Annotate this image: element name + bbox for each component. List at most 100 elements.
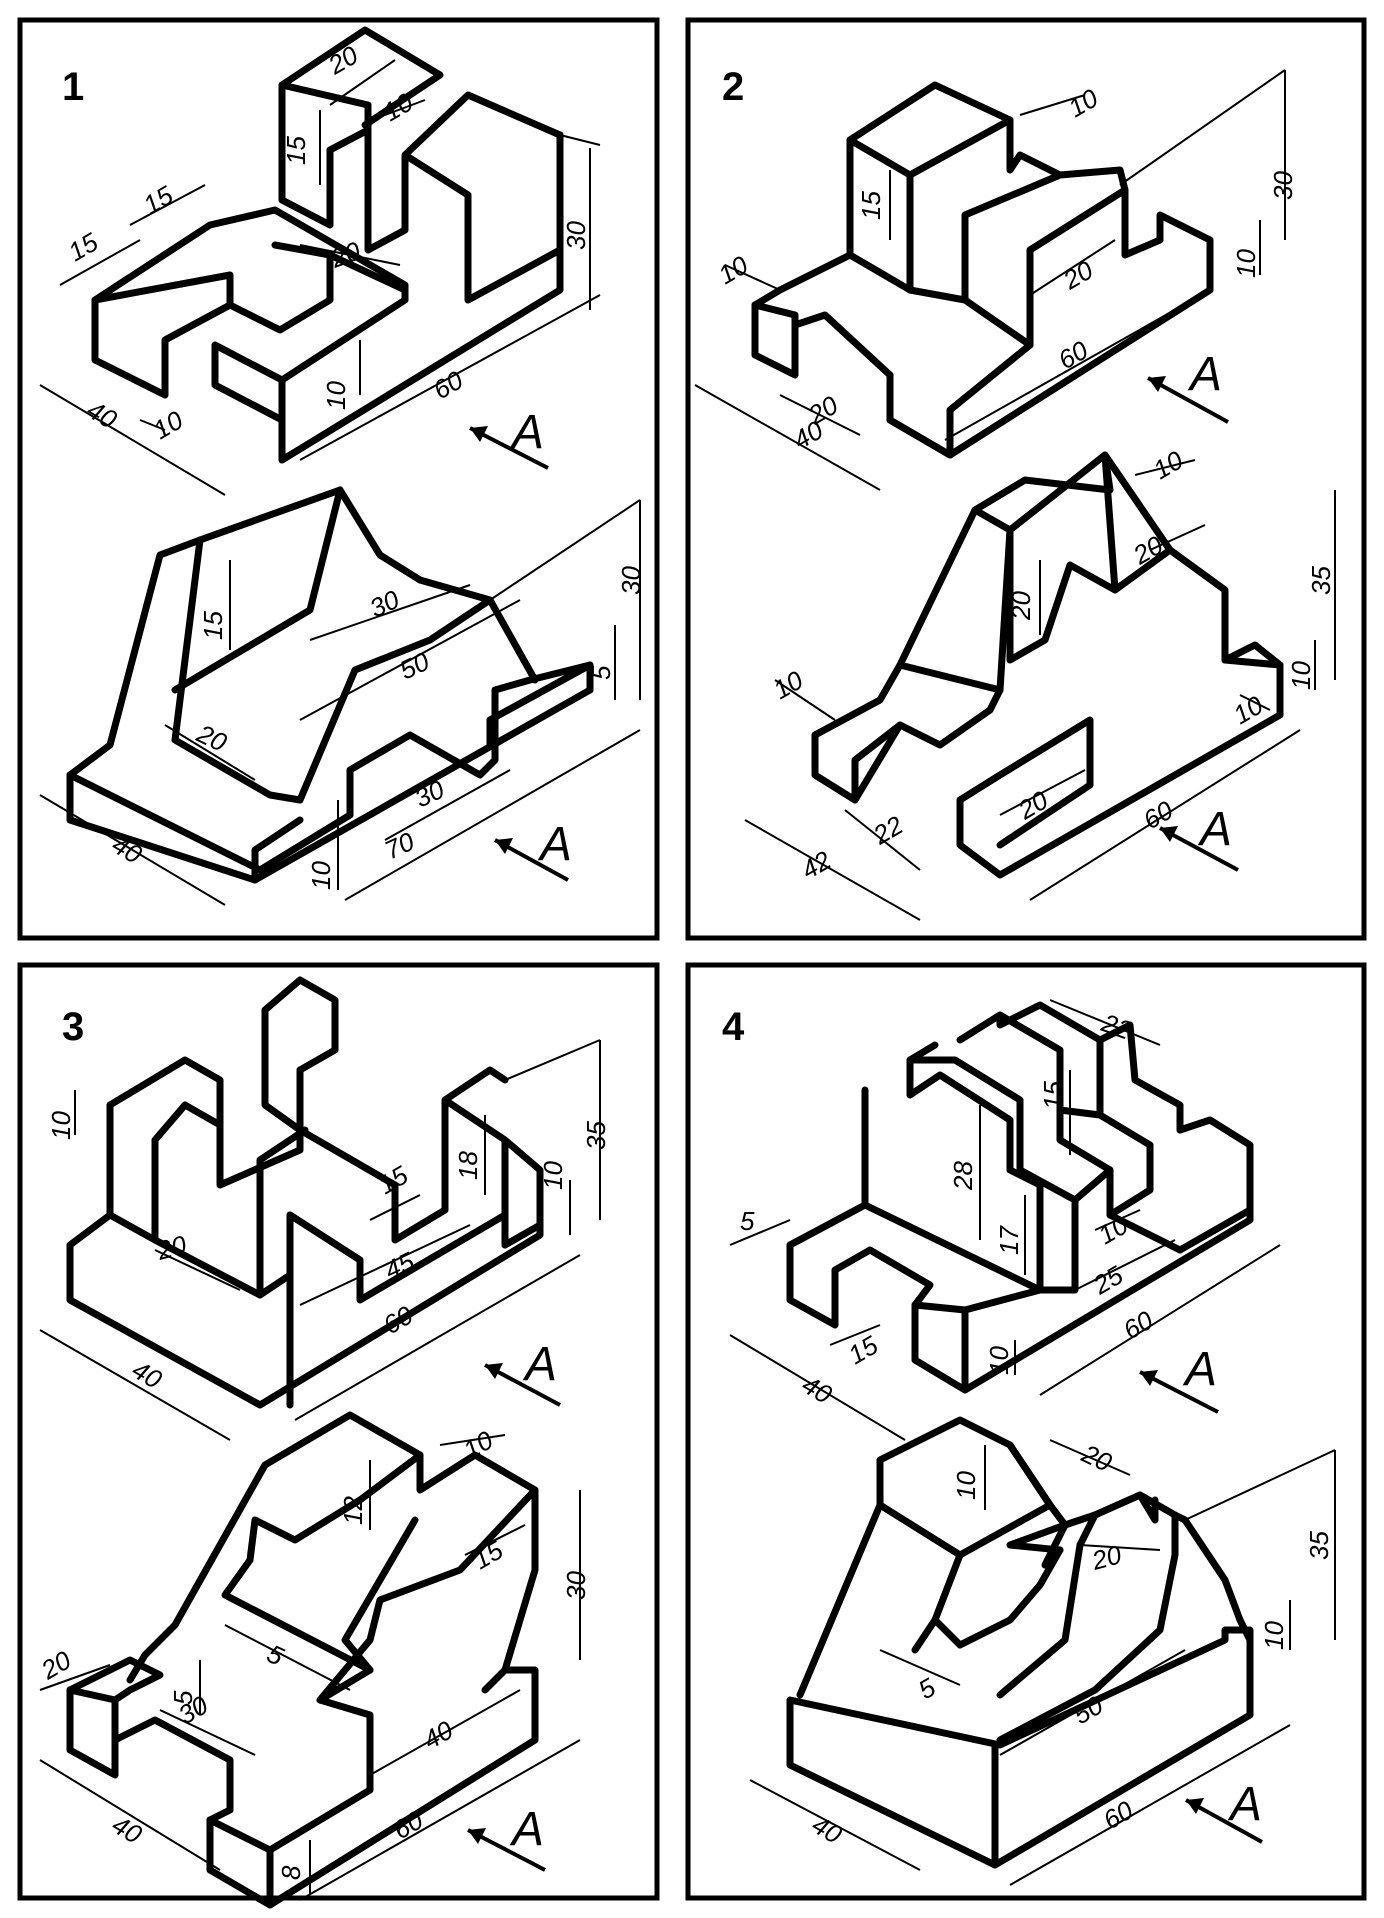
dim-label: 10	[321, 381, 351, 410]
panel-frame	[685, 17, 1367, 941]
lower-object-drawing	[66, 1411, 539, 1909]
panel-4: 4 22	[685, 962, 1367, 1901]
upper-dimension-values: 22 15 5 28 17 10 25 15 40 10 60	[740, 1007, 1159, 1410]
dim-label: 20	[1006, 591, 1036, 621]
dim-label: 20	[153, 1229, 190, 1266]
view-direction-arrow: A	[467, 1803, 546, 1872]
dim-label: 15	[468, 1534, 509, 1575]
lower-object-drawing	[786, 1416, 1254, 1869]
view-letter: A	[1197, 803, 1232, 856]
dim-label: 60	[1118, 1304, 1159, 1345]
lower-dimension-lines	[39, 499, 641, 906]
upper-dimension-lines	[39, 59, 601, 496]
dim-label: 20	[1057, 254, 1098, 295]
dim-label: 20	[1088, 1539, 1125, 1576]
dim-label: 15	[856, 191, 886, 220]
view-letter: A	[1182, 1343, 1217, 1396]
dim-label: 10	[538, 1161, 568, 1190]
view-letter: A	[537, 818, 572, 871]
lower-object-drawing	[811, 451, 1284, 879]
dim-label: 15	[281, 136, 311, 165]
lower-dimension-lines	[39, 1434, 581, 1901]
dim-label: 10	[1259, 1621, 1289, 1650]
view-direction-arrow: A	[469, 406, 549, 470]
dim-label: 15	[1038, 1081, 1068, 1110]
dim-label: 10	[46, 1111, 76, 1140]
dim-label: 20	[322, 39, 363, 80]
dim-label: 10	[148, 404, 189, 445]
dim-label: 35	[581, 1121, 611, 1150]
panel-frame	[17, 962, 660, 1901]
panel-frame	[17, 17, 660, 941]
lower-dimension-lines	[749, 1439, 1336, 1886]
view-direction-arrow: A	[484, 1338, 561, 1407]
dim-label: 35	[1304, 1531, 1334, 1560]
dim-label: 10	[951, 1471, 981, 1500]
dim-label: 35	[1306, 566, 1336, 595]
dim-label: 15	[843, 1329, 884, 1370]
dim-label: 40	[82, 394, 123, 435]
panel-number: 4	[722, 1005, 745, 1049]
panel-number: 2	[722, 65, 744, 109]
dim-label: 17	[994, 1225, 1024, 1255]
panel-number: 1	[62, 65, 84, 109]
dim-label: 20	[1077, 1438, 1117, 1478]
panel-number: 3	[62, 1005, 84, 1049]
view-direction-arrow: A	[1159, 803, 1239, 872]
dim-label: 15	[198, 611, 228, 640]
dim-label: 10	[713, 249, 754, 290]
lower-dimension-lines	[744, 459, 1336, 921]
upper-dimension-lines	[729, 999, 1281, 1441]
dim-label: 60	[378, 1299, 419, 1340]
lower-object-drawing	[66, 486, 594, 884]
dim-label: 10	[1148, 444, 1189, 485]
upper-object-drawing	[91, 26, 564, 464]
dim-label: 5	[913, 1672, 941, 1705]
dim-label: 30	[616, 566, 646, 595]
panel-3: 3 10 35 10	[17, 962, 660, 1909]
view-direction-arrow: A	[1139, 1343, 1219, 1414]
view-letter: A	[1227, 1778, 1262, 1831]
dim-label: 22	[867, 809, 908, 850]
dim-label: 10	[984, 1346, 1014, 1375]
dim-label: 5	[586, 665, 616, 680]
dim-label: 5	[740, 1206, 755, 1236]
dim-label: 10	[1286, 661, 1316, 690]
dim-label: 42	[796, 844, 837, 885]
dim-label: 30	[1268, 171, 1298, 200]
upper-dimension-lines	[694, 69, 1286, 491]
dim-label: 15	[63, 226, 104, 267]
dim-label: 8	[276, 1865, 306, 1880]
panel-frame	[685, 962, 1367, 1901]
dim-label: 18	[453, 1151, 483, 1180]
view-letter: A	[1187, 348, 1222, 401]
view-letter: A	[509, 406, 544, 459]
dim-label: 40	[807, 1809, 848, 1850]
view-letter: A	[522, 1338, 557, 1391]
view-direction-arrow: A	[1147, 348, 1229, 424]
dim-label: 40	[797, 1369, 838, 1410]
dim-label: 30	[561, 221, 591, 250]
dim-label: 15	[373, 1159, 414, 1200]
upper-object-drawing	[751, 81, 1214, 459]
dim-label: 12	[338, 1496, 368, 1525]
dim-label: 10	[1231, 249, 1261, 278]
dim-label: 10	[306, 861, 336, 890]
dim-label: 10	[1063, 82, 1104, 123]
upper-object-drawing	[786, 1001, 1254, 1394]
dim-label: 40	[127, 1354, 168, 1395]
upper-dimension-lines	[39, 1039, 601, 1441]
dim-label: 40	[418, 1714, 459, 1755]
dim-label: 28	[948, 1161, 978, 1191]
view-letter: A	[509, 1803, 544, 1856]
dim-label: 15	[138, 179, 179, 220]
panel-1: 1 20 10	[17, 17, 660, 941]
view-direction-arrow: A	[1185, 1778, 1263, 1844]
dim-label: 40	[107, 1809, 148, 1850]
upper-object-drawing	[66, 976, 544, 1409]
view-direction-arrow: A	[494, 818, 572, 882]
dim-label: 5	[168, 1690, 198, 1705]
dim-label: 30	[365, 584, 404, 624]
panel-2: 2 10 30 15	[685, 17, 1367, 941]
